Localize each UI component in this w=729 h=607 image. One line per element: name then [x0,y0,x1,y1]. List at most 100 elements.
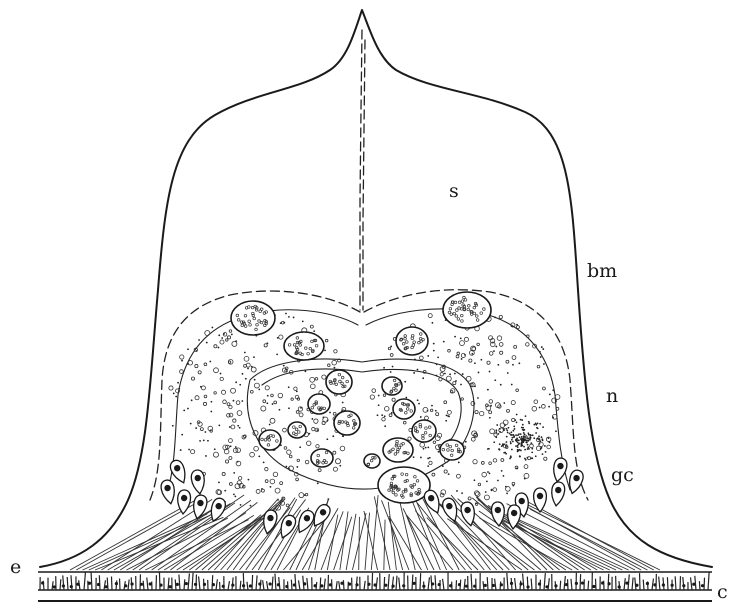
stipple-dot [530,457,532,459]
stipple-dot [420,457,422,459]
stipple-ring [231,388,236,393]
stipple-dot [524,438,526,440]
stipple-dot [552,417,554,419]
stipple-dot [537,423,539,425]
stipple-dot [538,435,540,437]
stipple-ring [195,396,199,400]
stipple-dot [381,414,383,416]
epithelium-nucleus-dot [231,583,234,586]
epithelium-stroke [372,573,373,590]
stipple-dot [391,412,393,414]
stipple-dot [537,427,539,429]
stipple-ring [489,411,492,414]
stipple-ring [325,339,328,342]
stipple-dot [233,493,235,495]
stipple-ring [334,350,337,353]
epithelium-stroke [667,577,668,590]
stipple-ring [514,345,517,348]
stipple-dot [511,439,513,441]
stipple-ring [333,451,336,454]
epithelium-nucleus-dot [88,582,91,585]
stipple-dot [519,456,521,458]
epithelium-nucleus-dot [701,584,704,587]
stipple-dot [474,362,476,364]
epithelium-nucleus-dot [194,583,197,586]
stipple-ring [460,341,465,346]
stipple-dot [518,439,520,441]
stipple-ring [436,413,439,416]
stipple-ring [180,370,184,374]
stipple-dot [443,341,445,343]
epithelium-stroke [147,577,148,590]
stipple-dot [461,492,463,494]
epithelium-nucleus-dot [314,584,317,587]
epithelium-stroke [695,576,696,590]
stipple-dot [267,395,269,397]
epithelium-nucleus-dot [124,584,127,587]
stipple-dot [504,424,506,426]
epithelium-stroke [632,578,633,590]
stipple-ring [534,400,538,404]
epithelium-stroke [376,577,377,590]
epithelium-stroke [159,572,160,590]
stipple-dot [516,438,518,440]
stipple-ring [506,487,511,492]
stipple-dot [221,337,223,339]
neuropil-stipple [169,307,560,510]
stipple-ring [261,406,266,411]
epithelial-layer [38,572,712,590]
stipple-dot [535,432,537,434]
stipple-dot [187,408,189,410]
stipple-ring [506,360,509,363]
stipple-ring [461,398,463,400]
stipple-dot [248,479,250,481]
stipple-dot [527,432,529,434]
stipple-dot [437,356,439,358]
stipple-dot [539,351,541,353]
stipple-ring [500,351,503,354]
stipple-dot [521,427,523,429]
stipple-dot [205,455,207,457]
epithelium-nucleus-dot [391,585,394,588]
stipple-dot [178,388,180,390]
stipple-ring [526,343,530,347]
stipple-ring [372,389,376,393]
stipple-ring [408,437,411,440]
epithelium-nucleus-dot [625,581,628,584]
stipple-ring [537,365,540,368]
fibre-stroke [340,511,348,570]
stipple-dot [549,441,551,443]
stipple-dot [513,426,515,428]
stipple-ring [487,361,490,364]
stipple-ring [180,355,184,359]
stipple-dot [242,373,244,375]
stipple-dot [199,440,201,442]
central-suture-2 [363,40,365,310]
stipple-ring [444,470,447,473]
stipple-dot [218,334,220,336]
stipple-dot [512,485,514,487]
epithelium-stroke [364,581,365,590]
stipple-dot [342,435,344,437]
stipple-dot [327,420,329,422]
stipple-dot [239,427,241,429]
stipple-dot [496,424,498,426]
epithelium-stroke [104,580,105,590]
ganglion-cell-body [160,479,177,505]
stipple-ring [237,411,242,416]
stipple-ring [229,413,233,417]
stipple-dot [528,422,530,424]
epithelium-stroke [708,572,709,590]
stipple-dot [530,434,532,436]
stipple-dot [263,461,265,463]
stipple-ring [283,428,287,432]
epithelium-nucleus-dot [293,583,296,586]
epithelium-nucleus-dot [473,585,476,588]
epithelium-stroke [608,574,609,590]
stipple-ring [444,401,447,404]
stipple-ring [307,441,311,445]
stipple-ring [511,401,515,405]
stipple-dot [454,336,456,338]
stipple-dot [390,371,392,373]
stipple-ring [432,473,435,476]
